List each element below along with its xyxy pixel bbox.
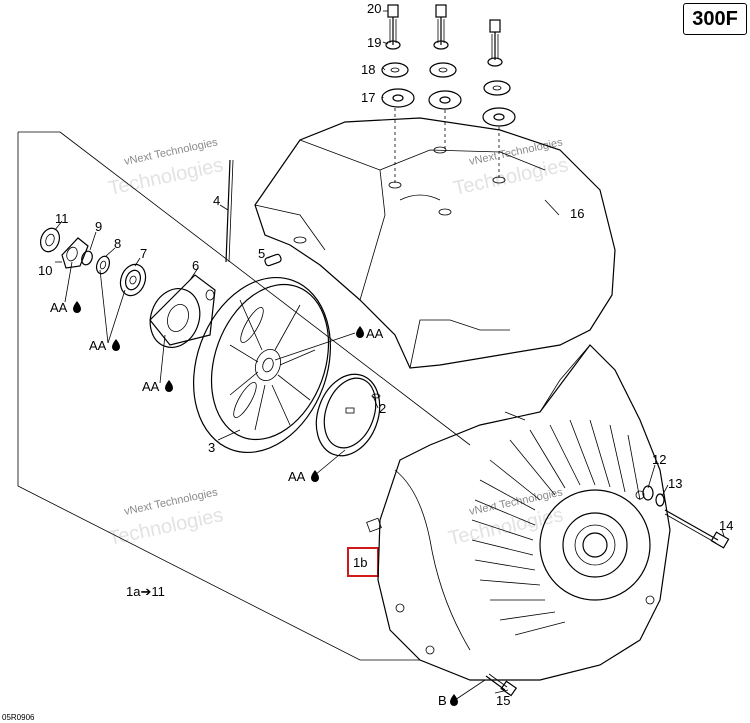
callout-1b: 1b	[353, 555, 367, 570]
bearing-7	[119, 263, 147, 297]
lube-aa-3: AA	[142, 379, 160, 394]
lube-aa-4: AA	[366, 326, 384, 341]
callout-8: 8	[114, 236, 121, 251]
starter-pulley-3	[193, 276, 331, 454]
callout-10: 10	[38, 263, 52, 278]
callout-12: 12	[652, 452, 666, 467]
pin-5	[264, 253, 282, 267]
callout-11: 11	[55, 211, 69, 226]
lube-aa-1: AA	[50, 300, 68, 315]
watermark-top: Technologies vNext Technologies	[106, 136, 225, 200]
callout-13: 13	[668, 476, 682, 491]
figure-code: 05R0906	[2, 713, 35, 722]
fastener-guides	[394, 108, 500, 185]
holder-10	[61, 237, 89, 269]
drop-icon	[356, 326, 364, 338]
bolt-15	[485, 673, 518, 697]
leader-lines	[54, 10, 725, 701]
drive-plate-6	[149, 274, 216, 348]
callout-15: 15	[496, 693, 510, 708]
drop-icon	[311, 470, 319, 482]
bolt-14	[664, 509, 730, 549]
rewind-spring-2	[315, 373, 381, 457]
nut-11	[39, 227, 61, 253]
washer-8	[95, 255, 111, 275]
seal-9	[81, 250, 93, 266]
drop-icon	[165, 380, 173, 392]
drop-icon	[112, 339, 120, 351]
callout-4: 4	[213, 193, 220, 208]
group-bracket	[17, 131, 420, 661]
callout-17: 17	[361, 90, 375, 105]
callout-3: 3	[208, 440, 215, 455]
callout-19: 19	[367, 35, 381, 50]
callout-6: 6	[192, 258, 199, 273]
bolt-20-stack	[387, 4, 501, 60]
grommet-17-stack	[381, 88, 516, 127]
washer-19-stack	[385, 40, 503, 67]
callout-20: 20	[367, 1, 381, 16]
callout-5: 5	[258, 246, 265, 261]
model-badge: 300F	[683, 3, 747, 35]
callout-16: 16	[570, 206, 584, 221]
watermark-top-right: Technologies vNext Technologies	[451, 136, 570, 200]
rope-4	[225, 159, 234, 263]
svg-text:Technologies: Technologies	[446, 504, 565, 550]
callout-18: 18	[361, 62, 375, 77]
drop-icon	[73, 301, 81, 313]
lube-aa-2: AA	[89, 338, 107, 353]
lubricant-marks: AA AA AA AA AA B	[50, 300, 458, 708]
callout-2: 2	[379, 401, 386, 416]
fan-housing-1	[366, 344, 671, 681]
callout-range-1a-11: 1a➔11	[126, 584, 165, 599]
fan-cover-16	[254, 117, 616, 369]
callout-labels: 20 19 18 17 16 4 5 6 7 8 9 10 11 3 2 12 …	[38, 1, 733, 708]
callout-7: 7	[140, 246, 147, 261]
lube-aa-5: AA	[288, 469, 306, 484]
washer-12	[642, 485, 665, 507]
washer-18-stack	[381, 62, 511, 96]
callout-9: 9	[95, 219, 102, 234]
lube-b: B	[438, 693, 447, 708]
callout-14: 14	[719, 518, 733, 533]
drop-icon	[450, 694, 458, 706]
